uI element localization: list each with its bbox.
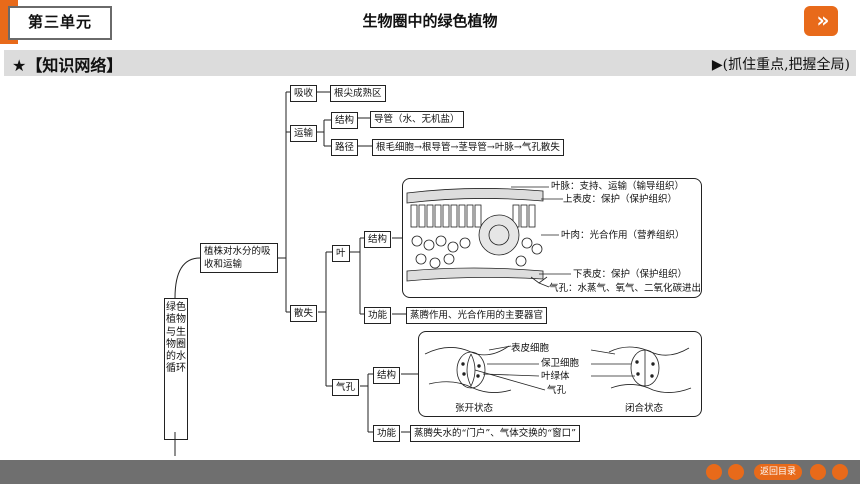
transport-path-node: 路径: [331, 139, 359, 156]
return-toc-button[interactable]: 返回目录: [754, 464, 802, 480]
transpire-node: 散失: [290, 305, 318, 322]
next-page-icon[interactable]: [810, 464, 826, 480]
leaf-function-detail: 蒸腾作用、光合作用的主要器官: [406, 307, 548, 324]
stoma-function-node: 功能: [373, 425, 401, 442]
stoma-open-label: 张开状态: [455, 403, 494, 414]
root-topic: 绿色植物与生物圈的水循环: [164, 298, 188, 440]
main-topic: 植株对水分的吸收和运输: [200, 243, 278, 273]
leaf-section-illustration: [406, 186, 571, 288]
page-title: 生物圈中的绿色植物: [362, 12, 498, 30]
leaf-function-node: 功能: [364, 307, 392, 324]
footer-bar: 返回目录: [0, 460, 860, 484]
leaf-structure-node: 结构: [364, 231, 392, 248]
stoma-annotation-chloroplast: 叶绿体: [541, 371, 570, 382]
stoma-diagram: 表皮细胞 保卫细胞 叶绿体 气孔 张开状态 闭合状态: [418, 331, 702, 417]
stoma-closed-label: 闭合状态: [625, 403, 664, 414]
section-label: ★【知识网络】: [12, 56, 123, 75]
stoma-node: 气孔: [332, 379, 360, 396]
section-bar: ★【知识网络】 ▶(抓住重点,把握全局): [4, 50, 856, 76]
transport-structure-node: 结构: [331, 112, 359, 129]
last-page-icon[interactable]: [832, 464, 848, 480]
absorb-detail: 根尖成熟区: [330, 85, 386, 102]
leaf-annotation-mesophyll: 叶肉：光合作用（营养组织）: [561, 230, 685, 241]
stoma-annotation-pore: 气孔: [547, 385, 567, 396]
stoma-structure-node: 结构: [373, 367, 401, 384]
leaf-annotation-stoma: 气孔：水蒸气、氧气、二氧化碳进出: [549, 283, 702, 294]
transport-structure-detail: 导管（水、无机盐）: [370, 111, 464, 128]
stoma-annotation-guard-cell: 保卫细胞: [541, 358, 580, 369]
unit-tab[interactable]: 第三单元: [8, 6, 112, 40]
section-hint: ▶(抓住重点,把握全局): [711, 57, 850, 73]
transport-node: 运输: [290, 125, 318, 142]
leaf-annotation-vein: 叶脉：支持、运输（输导组织）: [551, 181, 685, 192]
leaf-node: 叶: [332, 245, 350, 262]
next-chevron-icon[interactable]: »: [804, 6, 838, 36]
leaf-annotation-upper-epidermis: 上表皮：保护（保护组织）: [563, 194, 678, 205]
transport-path-detail: 根毛细胞→根导管→茎导管→叶脉→气孔散失: [372, 139, 564, 156]
header: 第三单元 生物圈中的绿色植物 »: [0, 0, 860, 44]
stoma-illustration: [424, 345, 692, 393]
absorb-node: 吸收: [290, 85, 318, 102]
leaf-annotation-lower-epidermis: 下表皮：保护（保护组织）: [573, 269, 688, 280]
leaf-cross-section-diagram: 叶脉：支持、运输（输导组织） 上表皮：保护（保护组织） 叶肉：光合作用（营养组织…: [402, 178, 702, 298]
first-page-icon[interactable]: [706, 464, 722, 480]
stoma-function-detail: 蒸腾失水的“门户”、气体交换的“窗口”: [410, 425, 580, 442]
stoma-annotation-epidermal-cell: 表皮细胞: [511, 343, 550, 354]
prev-page-icon[interactable]: [728, 464, 744, 480]
